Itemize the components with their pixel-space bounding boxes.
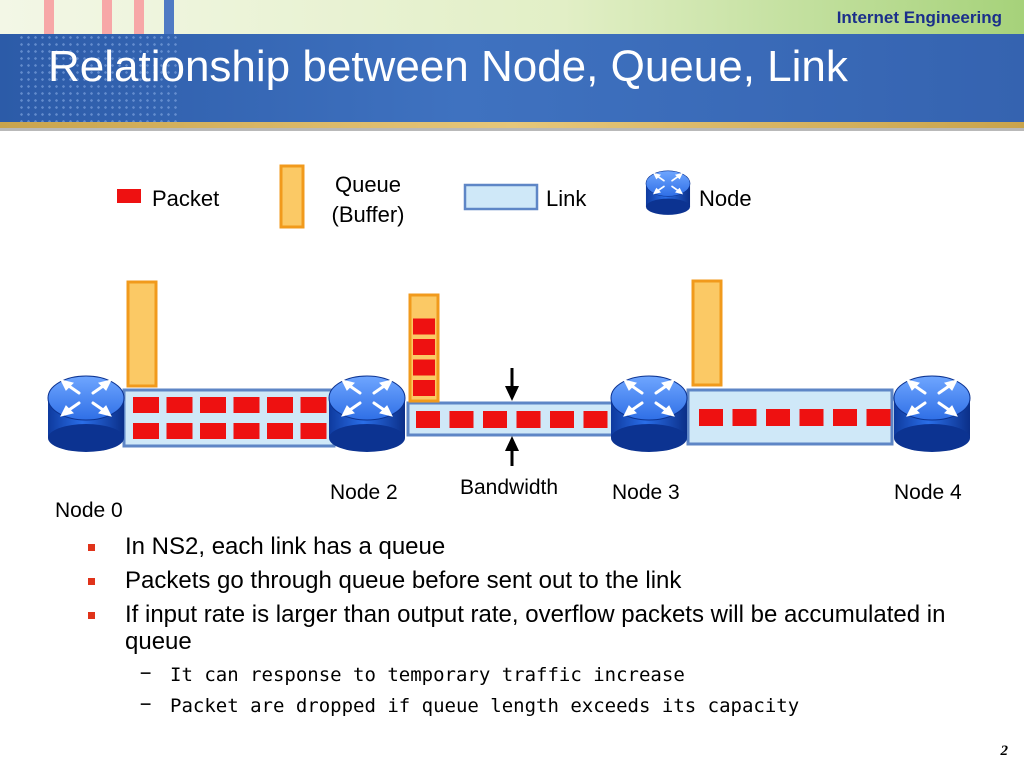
header-stripe (134, 0, 144, 34)
queue-node0 (126, 280, 158, 388)
header-stripe (102, 0, 112, 34)
legend-router-node-icon (645, 169, 691, 216)
queued-packet-icon (413, 359, 435, 376)
node-label-2: Node 2 (330, 481, 398, 504)
arrow-up-icon (505, 436, 519, 466)
legend-packet-label: Packet (152, 186, 220, 211)
packet-icon (200, 397, 226, 413)
queued-packet-icon (413, 380, 435, 396)
packet-icon (732, 409, 757, 426)
node-label-3: Node 3 (612, 481, 680, 504)
packet-icon (166, 423, 193, 439)
packet-icon (133, 397, 159, 413)
sub-bullet-dash: − (140, 662, 152, 684)
bullet-item: If input rate is larger than output rate… (125, 601, 946, 655)
legend-queue-line1: Queue (334, 172, 402, 197)
header-stripe (44, 0, 54, 34)
legend-packet-icon (117, 189, 141, 203)
legend-link-label: Link (546, 186, 587, 211)
sub-bullet-dash: − (140, 693, 152, 715)
sub-bullet-item: It can response to temporary traffic inc… (170, 664, 685, 686)
legend-link-icon (463, 183, 539, 211)
course-label: Internet Engineering (836, 8, 1002, 27)
packet-icon (449, 411, 474, 428)
queue-node3 (691, 279, 723, 387)
legend-queue-label: Queue (Buffer) (318, 170, 418, 230)
router-node-icon (892, 374, 972, 454)
bullet-item: Packets go through queue before sent out… (125, 567, 682, 594)
legend-queue-icon (279, 164, 305, 229)
router-node-icon (609, 374, 689, 454)
slide-title: Relationship between Node, Queue, Link (48, 42, 848, 91)
bullet-marker (88, 544, 95, 551)
packet-icon (583, 411, 608, 428)
packet-icon (267, 397, 293, 413)
legend-queue-line2: (Buffer) (331, 202, 405, 227)
packet-icon (766, 409, 790, 426)
sub-bullet-item: Packet are dropped if queue length excee… (170, 695, 800, 717)
packet-icon (267, 423, 293, 439)
packet-icon (699, 409, 723, 426)
packet-icon (866, 409, 891, 426)
packet-icon (133, 423, 159, 439)
node-label-4: Node 4 (894, 481, 962, 504)
legend-node-label: Node (699, 186, 752, 211)
packet-icon (516, 411, 541, 428)
header-gray-line (0, 128, 1024, 131)
arrow-down-icon (505, 368, 519, 401)
packet-icon (166, 397, 193, 413)
queue-packet-layer (413, 318, 435, 396)
queued-packet-icon (413, 339, 435, 355)
dot-pattern (18, 34, 178, 122)
packet-icon (233, 397, 260, 413)
packet-icon (200, 423, 226, 439)
packet-icon (550, 411, 574, 428)
packet-icon (300, 397, 327, 413)
bullet-marker (88, 612, 95, 619)
header-gold-line (0, 122, 1024, 128)
bullet-item: In NS2, each link has a queue (125, 533, 446, 560)
node-label-0: Node 0 (55, 499, 123, 522)
packet-icon (833, 409, 857, 426)
packet-icon (799, 409, 824, 426)
page-number: 2 (1000, 743, 1009, 759)
bandwidth-label: Bandwidth (460, 476, 559, 499)
packet-icon (233, 423, 260, 439)
packet-layer (133, 397, 891, 439)
router-node-icon (46, 374, 126, 454)
queued-packet-icon (413, 318, 435, 335)
bullet-marker (88, 578, 95, 585)
packet-icon (300, 423, 327, 439)
packet-icon (416, 411, 440, 428)
router-node-icon (327, 374, 407, 454)
header-stripe (164, 0, 174, 34)
packet-icon (483, 411, 507, 428)
